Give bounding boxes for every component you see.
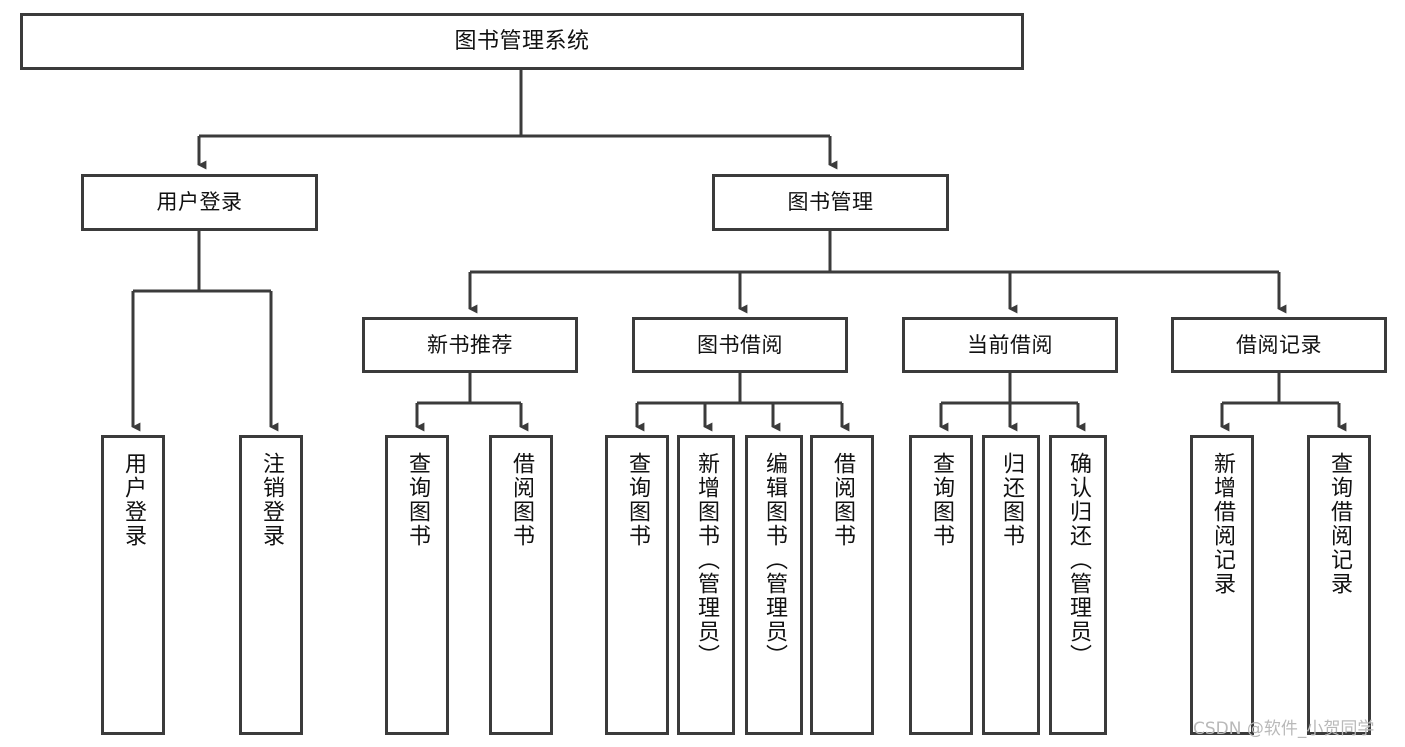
leaf-borrow-edit-book-admin[interactable]: 编辑图书（管理员）	[745, 435, 803, 735]
leaf-user-login[interactable]: 用户登录	[101, 435, 165, 735]
node-label: 图书管理系统	[454, 28, 590, 54]
node-label: 图书管理	[787, 190, 874, 215]
leaf-borrow-add-book-admin[interactable]: 新增图书（管理员）	[677, 435, 735, 735]
node-current-borrow[interactable]: 当前借阅	[902, 317, 1118, 373]
node-label: 新书推荐	[427, 332, 513, 357]
leaf-record-add-record[interactable]: 新增借阅记录	[1190, 435, 1254, 735]
node-root-system[interactable]: 图书管理系统	[20, 13, 1024, 70]
node-borrow-record[interactable]: 借阅记录	[1171, 317, 1387, 373]
node-label: 编辑图书（管理员）	[762, 452, 787, 668]
leaf-newbook-borrow-book[interactable]: 借阅图书	[489, 435, 553, 735]
leaf-record-query-record[interactable]: 查询借阅记录	[1307, 435, 1371, 735]
node-new-book-recommend[interactable]: 新书推荐	[362, 317, 578, 373]
leaf-borrow-borrow-book[interactable]: 借阅图书	[810, 435, 874, 735]
node-label: 查询借阅记录	[1327, 452, 1352, 596]
node-label: 当前借阅	[967, 332, 1053, 357]
node-book-borrow[interactable]: 图书借阅	[632, 317, 848, 373]
node-label: 查询图书	[405, 452, 430, 548]
node-label: 用户登录	[156, 190, 243, 215]
leaf-current-confirm-return-admin[interactable]: 确认归还（管理员）	[1049, 435, 1107, 735]
node-label: 借阅图书	[509, 452, 534, 548]
node-label: 用户登录	[121, 452, 146, 548]
node-user-login[interactable]: 用户登录	[81, 174, 318, 231]
node-label: 归还图书	[999, 452, 1024, 548]
node-label: 查询图书	[625, 452, 650, 548]
node-book-management[interactable]: 图书管理	[712, 174, 949, 231]
leaf-logout-login[interactable]: 注销登录	[239, 435, 303, 735]
node-label: 图书借阅	[697, 332, 783, 357]
node-label: 确认归还（管理员）	[1066, 452, 1091, 668]
watermark: CSDN @软件_小贺同学	[1193, 719, 1375, 739]
leaf-current-return-book[interactable]: 归还图书	[982, 435, 1040, 735]
leaf-borrow-query-book[interactable]: 查询图书	[605, 435, 669, 735]
node-label: 借阅记录	[1236, 332, 1322, 357]
node-label: 查询图书	[929, 452, 954, 548]
leaf-newbook-query-book[interactable]: 查询图书	[385, 435, 449, 735]
node-label: 新增借阅记录	[1210, 452, 1235, 596]
node-label: 注销登录	[259, 452, 284, 548]
node-label: 新增图书（管理员）	[694, 452, 719, 668]
leaf-current-query-book[interactable]: 查询图书	[909, 435, 973, 735]
node-label: 借阅图书	[830, 452, 855, 548]
